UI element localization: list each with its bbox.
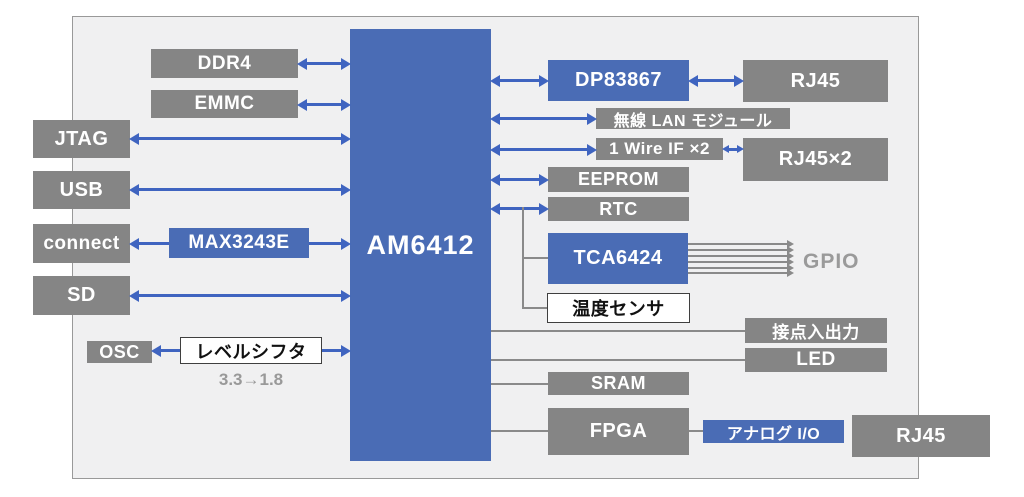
arrow-am6412-onewire [499, 148, 588, 151]
line-am6412-fpga [491, 430, 548, 432]
gpio-line-3 [688, 255, 787, 257]
level-shifter-voltage-note: 3.3→1.8 [218, 370, 284, 389]
block-led: LED [745, 348, 887, 372]
line-am6412-sram [491, 383, 548, 385]
block-dp83867: DP83867 [548, 60, 689, 101]
arrow-levelshifter-osc [160, 349, 180, 352]
arrow-dp83867-rj45 [697, 79, 735, 82]
block-fpga: FPGA [548, 408, 689, 455]
block-rj45-x2: RJ45×2 [743, 138, 888, 181]
arrow-ddr4-am6412 [306, 62, 342, 65]
block-wlan-module: 無線 LAN モジュール [596, 108, 790, 130]
block-temp-sensor: 温度センサ [547, 293, 690, 323]
block-tca6424: TCA6424 [548, 233, 688, 284]
line-i2c-tca6424 [522, 257, 548, 259]
arrow-onewire-rj45x2 [728, 148, 738, 151]
gpio-line-2 [688, 249, 787, 251]
gpio-line-6 [688, 272, 787, 274]
block-contact-io: 接点入出力 [745, 318, 887, 343]
block-analog-io: アナログ I/O [703, 420, 844, 443]
block-rtc: RTC [548, 197, 689, 221]
gpio-line-1 [688, 243, 787, 245]
arrow-am6412-dp83867 [499, 79, 540, 82]
block-one-wire-if: 1 Wire IF ×2 [596, 138, 723, 160]
block-jtag: JTAG [33, 120, 130, 158]
block-usb: USB [33, 171, 130, 209]
gpio-line-4 [688, 261, 787, 263]
gpio-line-5 [688, 267, 787, 269]
arrow-levelshifter-am6412 [322, 349, 342, 352]
block-rj45-top: RJ45 [743, 60, 888, 102]
line-i2c-tempsensor [522, 307, 547, 309]
arrow-am6412-eeprom [499, 178, 540, 181]
block-rj45-bottom: RJ45 [852, 415, 990, 457]
arrow-am6412-rtc [499, 207, 540, 210]
block-emmc: EMMC [151, 90, 298, 118]
arrow-usb-am6412 [138, 188, 342, 191]
arrow-emmc-am6412 [306, 103, 342, 106]
block-max3243e: MAX3243E [169, 228, 309, 258]
block-sram: SRAM [548, 372, 689, 395]
arrow-max3243e-connect [138, 242, 169, 245]
arrow-max3243e-am6412 [309, 242, 342, 245]
block-osc: OSC [87, 341, 152, 363]
arrow-am6412-wlan [499, 117, 588, 120]
line-am6412-contact-io [491, 330, 745, 332]
block-eeprom: EEPROM [548, 167, 689, 192]
block-connect: connect [33, 224, 130, 263]
block-sd: SD [33, 276, 130, 315]
arrow-jtag-am6412 [138, 137, 342, 140]
block-am6412: AM6412 [350, 29, 491, 461]
line-am6412-led [491, 359, 745, 361]
block-ddr4: DDR4 [151, 49, 298, 78]
line-fpga-analog-io [689, 430, 703, 432]
gpio-label: GPIO [803, 250, 860, 273]
block-level-shifter: レベルシフタ [180, 337, 322, 364]
arrow-sd-am6412 [138, 294, 342, 297]
